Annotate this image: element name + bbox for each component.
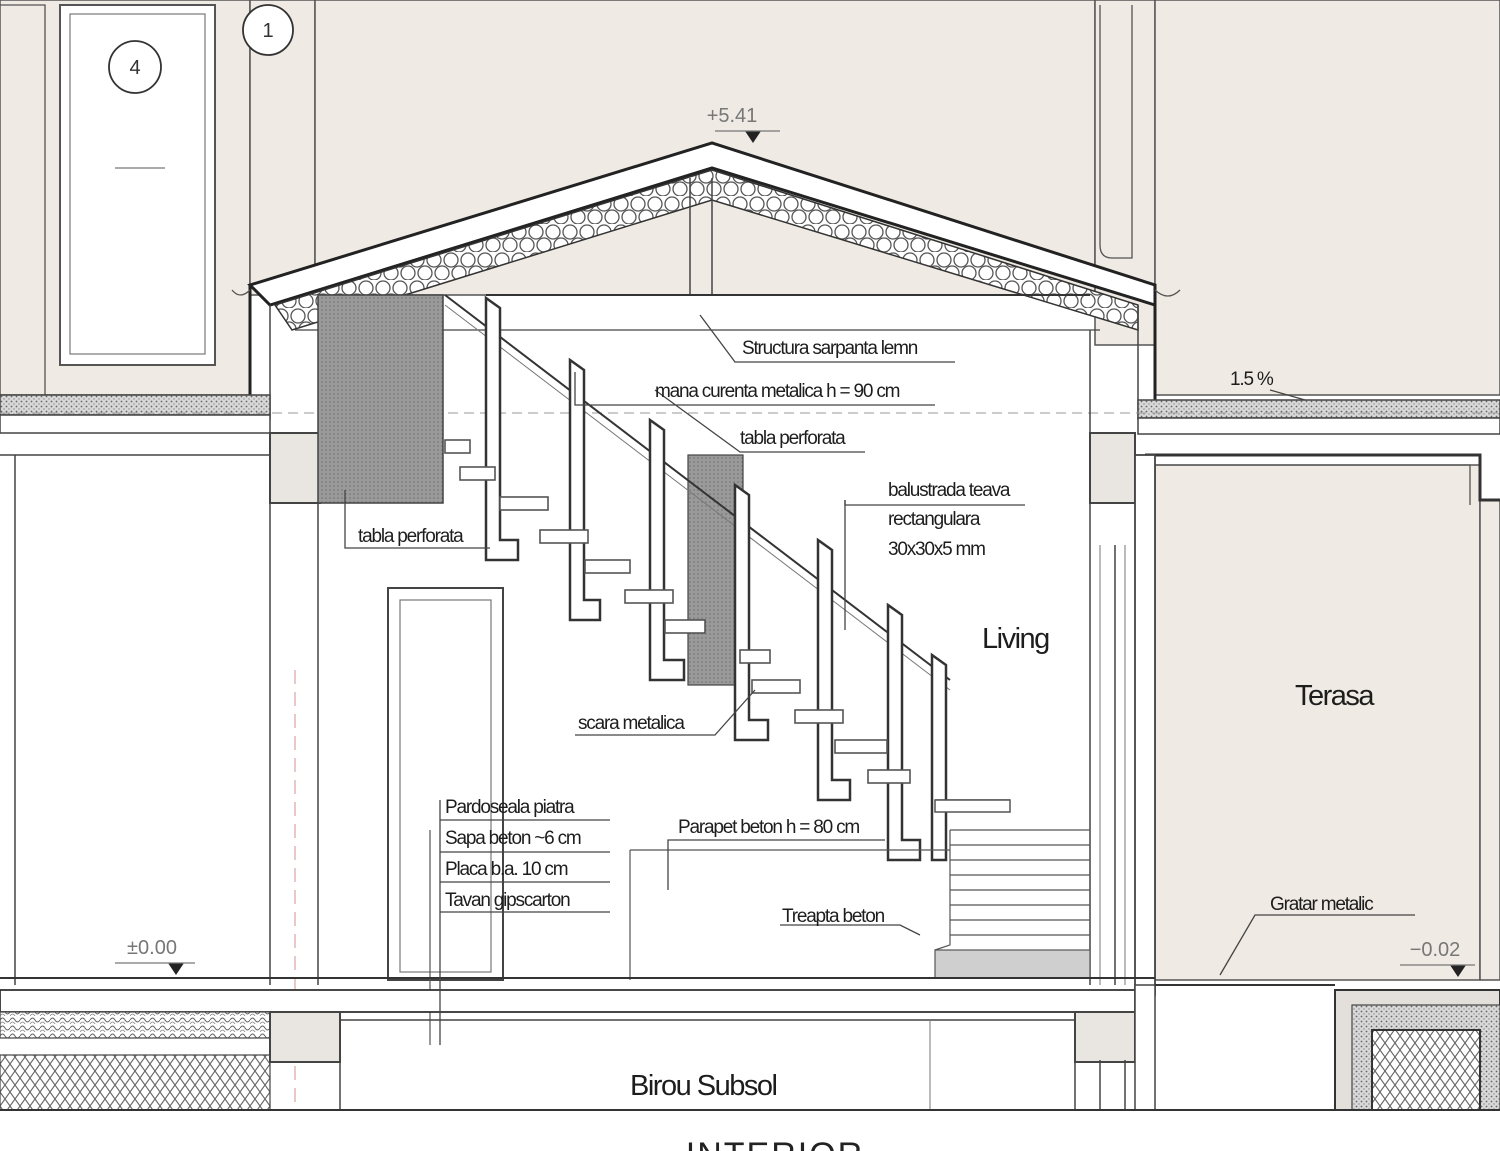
perforated-panel-left — [317, 294, 444, 504]
stair-tread — [584, 559, 631, 574]
grid-marker-1: 1 — [242, 4, 294, 56]
stair-tread — [794, 709, 844, 724]
balustrade-post — [930, 652, 948, 862]
stair-tread — [539, 529, 589, 544]
level-mark-terrace: −0.02 — [1400, 939, 1475, 977]
background-elevation — [0, 0, 1500, 981]
level-ground-label: ±0.00 — [127, 937, 177, 959]
balustrade-post — [733, 482, 770, 742]
note-balustrade-1: balustrada teava — [888, 480, 1011, 501]
room-basement: Birou Subsol — [630, 1070, 776, 1102]
balustrade-post — [568, 357, 602, 622]
note-perforated-left: tabla perforata — [358, 526, 464, 547]
level-terrace-label: −0.02 — [1410, 939, 1461, 961]
slope-label: 1.5 % — [1230, 369, 1274, 390]
grid-marker-1-label: 1 — [262, 20, 273, 42]
note-floor-layer-3: Placa b.a. 10 cm — [445, 859, 568, 880]
stair-tread — [499, 496, 549, 511]
grid-marker-4: 4 — [108, 40, 162, 94]
note-floor-layer-4: Tavan gipscarton — [445, 890, 570, 911]
handrail-line-inner — [444, 304, 951, 691]
door — [387, 587, 504, 1045]
note-parapet: Parapet beton h = 80 cm — [678, 817, 859, 838]
note-handrail: mana curenta metalica h = 90 cm — [655, 381, 900, 402]
stair-tread — [664, 619, 706, 634]
annotation-leaders — [344, 314, 1415, 1045]
note-concrete-step: Treapta beton — [782, 906, 885, 927]
slope-leader — [1269, 389, 1306, 401]
stair-tread — [751, 679, 801, 694]
section-walls — [14, 330, 1156, 1110]
balustrade-post — [886, 602, 922, 862]
ground-floor-slab — [0, 977, 1500, 1111]
balustrade-post — [816, 537, 852, 802]
stair-tread — [739, 649, 771, 664]
note-floor-layer-1: Pardoseala piatra — [445, 797, 575, 818]
balustrade-post — [484, 295, 520, 562]
note-floor-layer-2: Sapa beton ~6 cm — [445, 828, 581, 849]
level-mark-ground: ±0.00 — [115, 937, 195, 975]
level-mark-roof: +5.41 — [707, 105, 780, 143]
stair-tread — [834, 739, 888, 754]
stair-balustrade — [484, 295, 948, 862]
stair-tread — [444, 439, 471, 454]
drawing-caption: INTERIOR — [686, 1136, 864, 1151]
balustrade-post — [648, 417, 686, 682]
room-living: Living — [982, 623, 1049, 655]
note-roof-structure: Structura sarpanta lemn — [742, 338, 918, 359]
note-metal-grate: Gratar metalic — [1270, 894, 1373, 915]
note-stair: scara metalica — [578, 713, 685, 734]
note-perforated-upper: tabla perforata — [740, 428, 846, 449]
roof-slabs — [0, 394, 1500, 505]
stair-tread — [624, 589, 674, 604]
grid-marker-4-label: 4 — [129, 57, 140, 79]
stair-tread — [459, 466, 496, 481]
room-terrace: Terasa — [1295, 680, 1375, 712]
note-balustrade-2: rectangulara — [888, 509, 981, 530]
note-balustrade-3: 30x30x5 mm — [888, 539, 985, 560]
level-roof-label: +5.41 — [707, 105, 758, 127]
concrete-stair — [629, 799, 1091, 980]
stair-tread — [867, 769, 911, 784]
handrail-line — [444, 294, 951, 681]
stair-treads — [444, 439, 911, 784]
